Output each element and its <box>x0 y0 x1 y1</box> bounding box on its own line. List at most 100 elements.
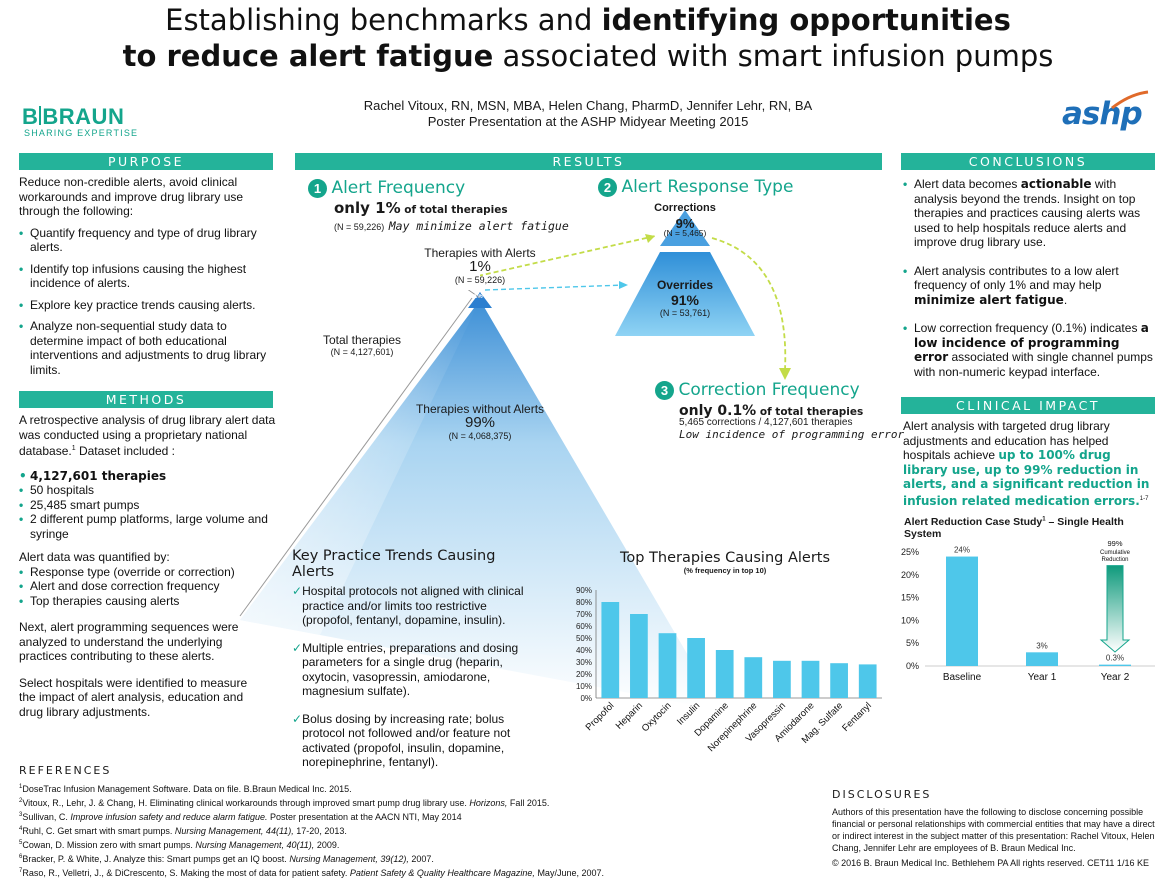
checkmark-icon: ✓ <box>292 711 303 726</box>
purpose-section: Reduce non-credible alerts, avoid clinic… <box>19 175 273 377</box>
dataset-item: 25,485 smart pumps <box>19 498 281 513</box>
reference-item: 3Sullivan, C. Improve infusion safety an… <box>19 812 462 822</box>
title-line2-plain: associated with smart infusion pumps <box>493 39 1054 73</box>
x-tick-label: Propofol <box>584 700 617 733</box>
overrides-label: Overrides 91% (N = 53,761) <box>656 278 714 318</box>
dataset-item: 2 different pump platforms, large volume… <box>19 512 281 541</box>
presentation-line: Poster Presentation at the ASHP Midyear … <box>427 114 749 129</box>
bar <box>658 633 677 698</box>
title-line1-plain: Establishing benchmarks and <box>165 3 602 37</box>
bar <box>715 650 734 698</box>
methods-intro: A retrospective analysis of drug library… <box>19 413 276 458</box>
purpose-intro: Reduce non-credible alerts, avoid clinic… <box>19 175 244 218</box>
quantified-item: Response type (override or correction) <box>19 565 281 580</box>
reference-item: 1DoseTrac Infusion Management Software. … <box>19 784 352 794</box>
quantified-item: Top therapies causing alerts <box>19 594 281 609</box>
correction-frequency-block: 3 Correction Frequency only 0.1% of tota… <box>655 380 904 441</box>
trends-heading: Key Practice Trends Causing Alerts <box>292 548 496 580</box>
bar <box>858 664 877 698</box>
pyramid-apex <box>468 292 492 308</box>
trend-item: ✓Multiple entries, preparations and dosi… <box>292 640 519 699</box>
methods-para3: Select hospitals were identified to meas… <box>19 675 248 719</box>
conclusion-item: Alert data becomes actionable with analy… <box>903 177 1155 250</box>
y-tick-label: 90% <box>576 586 592 595</box>
authors-block: Rachel Vitoux, RN, MSN, MBA, Helen Chang… <box>300 98 876 130</box>
number-badge-2: 2 <box>598 178 617 198</box>
bbraun-tagline: SHARING EXPERTISE <box>24 128 139 138</box>
response-type-graphic <box>480 210 791 380</box>
correction-frequency-title: Correction Frequency <box>678 380 860 400</box>
number-badge-3: 3 <box>655 381 674 401</box>
methods-para2: Next, alert programming sequences were a… <box>19 620 239 663</box>
data-label: 3% <box>1036 641 1048 650</box>
alert-frequency-title: Alert Frequency <box>331 178 466 198</box>
purpose-item: Explore key practice trends causing aler… <box>19 298 273 313</box>
conclusions-heading: CONCLUSIONS <box>901 153 1155 170</box>
y-tick-label: 40% <box>576 646 592 655</box>
x-tick-label: Fentanyl <box>840 700 874 734</box>
title-line1-bold: identifying opportunities <box>601 3 1011 37</box>
dataset-item: 4,127,601 therapies <box>19 469 281 484</box>
checkmark-icon: ✓ <box>292 584 303 598</box>
corrections-label: Corrections 9% (N = 5,465) <box>654 202 716 238</box>
bar <box>1026 652 1058 666</box>
case-study-title: Alert Reduction Case Study1 – Single Hea… <box>904 516 1124 540</box>
purpose-item: Identify top infusions causing the highe… <box>19 262 273 291</box>
conclusion-item: Alert analysis contributes to a low aler… <box>903 264 1155 308</box>
clinical-impact-text: Alert analysis with targeted drug librar… <box>903 419 1150 508</box>
bar <box>630 614 648 698</box>
y-tick-label: 20% <box>576 670 592 679</box>
reference-item: 6Bracker, P. & White, J. Analyze this: S… <box>19 854 434 864</box>
authors-line: Rachel Vitoux, RN, MSN, MBA, Helen Chang… <box>363 98 813 113</box>
therapies-without-alerts: Therapies without Alerts 99% (N = 4,068,… <box>415 402 545 441</box>
x-tick-label: Baseline <box>943 672 982 683</box>
y-tick-label: 15% <box>901 593 919 603</box>
bar <box>1099 664 1131 666</box>
bar <box>801 660 820 698</box>
y-tick-label: 10% <box>901 615 919 625</box>
bar <box>687 638 705 698</box>
reference-item: 2Vitoux, R., Lehr, J. & Chang, H. Elimin… <box>19 798 550 808</box>
poster-title: Establishing benchmarks and identifying … <box>0 2 1176 74</box>
arrow-to-corrections <box>480 235 656 277</box>
annotation-pct: 99% <box>1107 539 1122 548</box>
pyramid-side <box>240 300 480 635</box>
data-label: 0.3% <box>1106 654 1124 663</box>
therapies-with-alerts: Therapies with Alerts 1% (N = 59,226) <box>424 246 536 285</box>
annotation-line1: Cumulative <box>1100 550 1131 556</box>
overrides-trapezoid <box>615 252 755 336</box>
data-label: 24% <box>954 546 970 555</box>
copyright-line: © 2016 B. Braun Medical Inc. Bethlehem P… <box>832 858 1149 868</box>
number-badge-1: 1 <box>308 179 327 199</box>
response-type-block: 2 Alert Response Type <box>598 177 794 198</box>
methods-heading: METHODS <box>19 391 273 408</box>
purpose-item: Quantify frequency and type of drug libr… <box>19 226 273 255</box>
x-tick-label: Insulin <box>675 700 702 727</box>
pyramid-apex-label: 1% <box>474 294 483 300</box>
methods-section: A retrospective analysis of drug library… <box>19 413 281 719</box>
x-tick-label: Year 2 <box>1101 672 1130 683</box>
quantified-item: Alert and dose correction frequency <box>19 579 281 594</box>
bar <box>946 556 978 666</box>
y-tick-label: 30% <box>576 658 592 667</box>
y-tick-label: 25% <box>901 547 919 557</box>
purpose-item: Analyze non-sequential study data to det… <box>19 319 273 377</box>
annotation-line2: Reduction <box>1101 557 1128 563</box>
x-tick-label: Oxytocin <box>640 700 674 734</box>
key-practice-trends: Key Practice Trends Causing Alerts ✓Hosp… <box>292 548 532 770</box>
reference-item: 5Cowan, D. Mission zero with smart pumps… <box>19 840 340 850</box>
conclusion-item: Low correction frequency (0.1%) indicate… <box>903 321 1155 379</box>
response-type-title: Alert Response Type <box>621 177 794 197</box>
y-tick-label: 20% <box>901 570 919 580</box>
y-tick-label: 0% <box>580 694 592 703</box>
purpose-heading: PURPOSE <box>19 153 273 170</box>
pyramid-graphic <box>240 290 700 707</box>
bar <box>773 660 791 698</box>
alert-frequency-block: 1 Alert Frequency only 1% of total thera… <box>308 178 569 235</box>
trend-item: ✓Hospital protocols not aligned with cli… <box>292 584 524 627</box>
y-tick-label: 5% <box>906 638 919 648</box>
clinical-impact-heading: CLINICAL IMPACT <box>901 397 1155 414</box>
trend-item: ✓Bolus dosing by increasing rate; bolus … <box>292 711 511 770</box>
